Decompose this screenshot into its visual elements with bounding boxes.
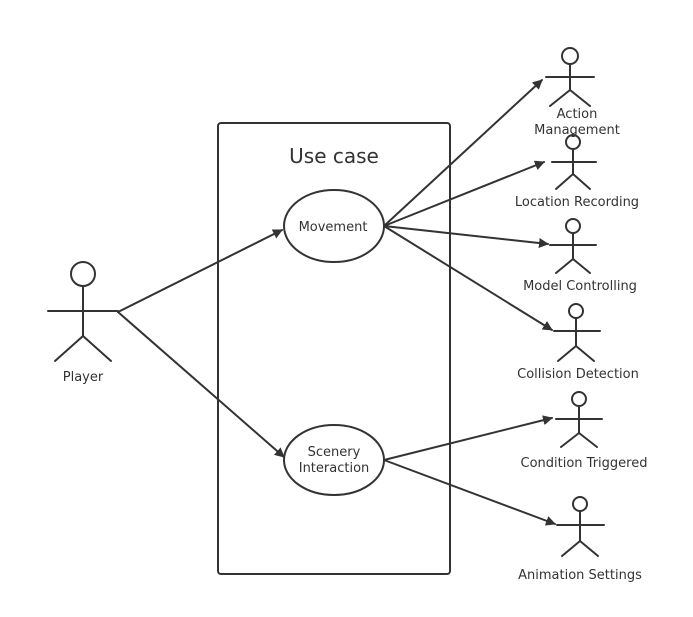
actor-collision-label: Collision Detection xyxy=(517,367,639,382)
actor-condition-label: Condition Triggered xyxy=(521,456,648,471)
use-case-movement-shape xyxy=(283,189,385,263)
actor-action-label-line1: Action xyxy=(557,107,598,122)
actor-animation-head xyxy=(572,496,588,512)
actor-player: Player xyxy=(47,261,119,385)
actor-model-head xyxy=(565,218,581,234)
actor-location-leg-left xyxy=(555,173,574,190)
actor-collision-leg-right xyxy=(575,345,595,362)
actor-player-leg-right xyxy=(82,335,112,362)
actor-collision-head xyxy=(568,303,584,319)
actor-model-controlling: Model Controlling xyxy=(523,218,637,294)
actor-collision-detection: Collision Detection xyxy=(517,303,639,382)
actor-action-leg-left xyxy=(549,89,571,107)
actor-model-leg-right xyxy=(572,258,591,274)
actor-condition-leg-left xyxy=(560,432,580,448)
actor-action-leg-right xyxy=(569,89,591,107)
assoc-movement-model xyxy=(383,225,549,248)
actor-animation-leg-right xyxy=(579,540,599,557)
actor-model-label: Model Controlling xyxy=(523,279,637,294)
actor-action-management: Action Management xyxy=(534,47,620,138)
actor-animation-leg-left xyxy=(561,540,581,557)
actor-location-label: Location Recording xyxy=(515,195,639,210)
actor-model-leg-left xyxy=(555,258,574,274)
actor-location-leg-right xyxy=(572,173,591,190)
associations xyxy=(117,79,556,526)
assoc-scenery-animation xyxy=(383,459,556,526)
actor-condition-triggered: Condition Triggered xyxy=(521,391,648,471)
use-case-scenery-label-line2: Interaction xyxy=(299,461,370,476)
actor-player-label: Player xyxy=(63,370,104,385)
assoc-movement-location xyxy=(383,160,545,227)
actor-animation-settings: Animation Settings xyxy=(518,496,642,583)
actor-location-recording: Location Recording xyxy=(515,134,639,210)
use-case-movement-label: Movement xyxy=(299,220,368,235)
assoc-player-scenery xyxy=(117,311,285,458)
actor-animation-label: Animation Settings xyxy=(518,568,642,583)
use-case-movement: Movement xyxy=(283,189,385,263)
use-case-scenery-shape xyxy=(283,424,385,496)
assoc-movement-collision xyxy=(383,225,553,331)
actor-action-head xyxy=(561,47,579,65)
use-case-scenery-interaction: Scenery Interaction xyxy=(283,424,385,496)
assoc-scenery-condition xyxy=(383,415,553,461)
assoc-player-movement xyxy=(117,229,283,313)
actor-condition-leg-right xyxy=(578,432,598,448)
actor-player-head xyxy=(70,261,96,287)
actor-condition-head xyxy=(571,391,587,407)
actor-collision-leg-left xyxy=(557,345,577,362)
system-boundary xyxy=(217,122,451,575)
actor-action-label-line2: Management xyxy=(534,123,620,138)
use-case-scenery-label-line1: Scenery xyxy=(308,445,361,460)
actor-player-leg-left xyxy=(54,335,84,362)
system-title: Use case xyxy=(289,144,379,168)
assoc-movement-action xyxy=(383,79,543,227)
